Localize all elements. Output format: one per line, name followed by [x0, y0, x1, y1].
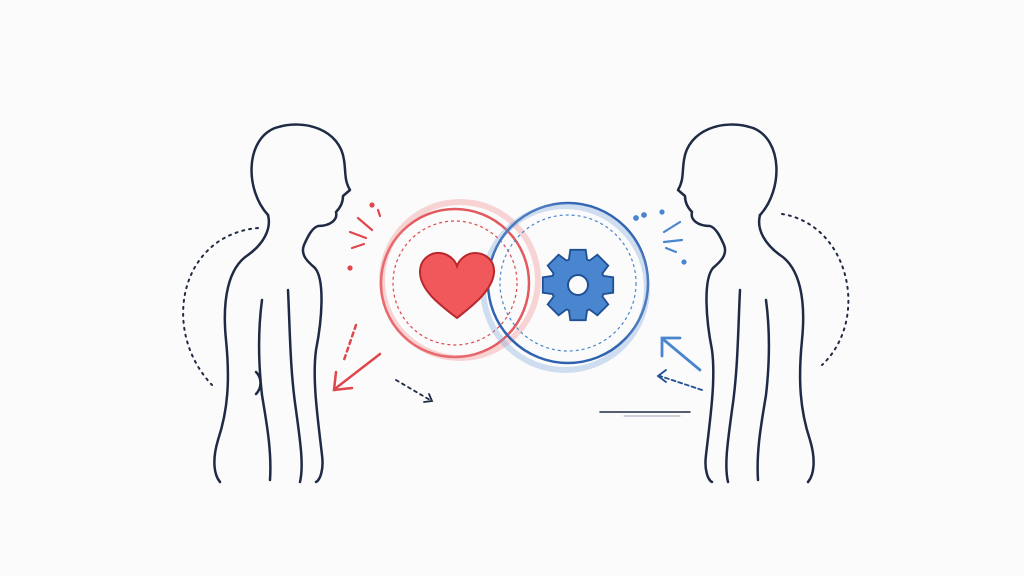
arrow-icon [395, 379, 434, 403]
dotted-arc-left [182, 227, 259, 386]
arrow-icon [332, 323, 382, 392]
gear-icon [541, 248, 615, 322]
dotted-arc-right [781, 213, 850, 366]
spark-marks-right [633, 209, 687, 265]
arrow-icon [656, 336, 703, 391]
spark-marks-left [347, 202, 382, 271]
emotion-circle [379, 199, 541, 361]
heart-icon [418, 251, 496, 320]
person-left-silhouette [213, 123, 352, 484]
person-right-silhouette [676, 123, 815, 484]
